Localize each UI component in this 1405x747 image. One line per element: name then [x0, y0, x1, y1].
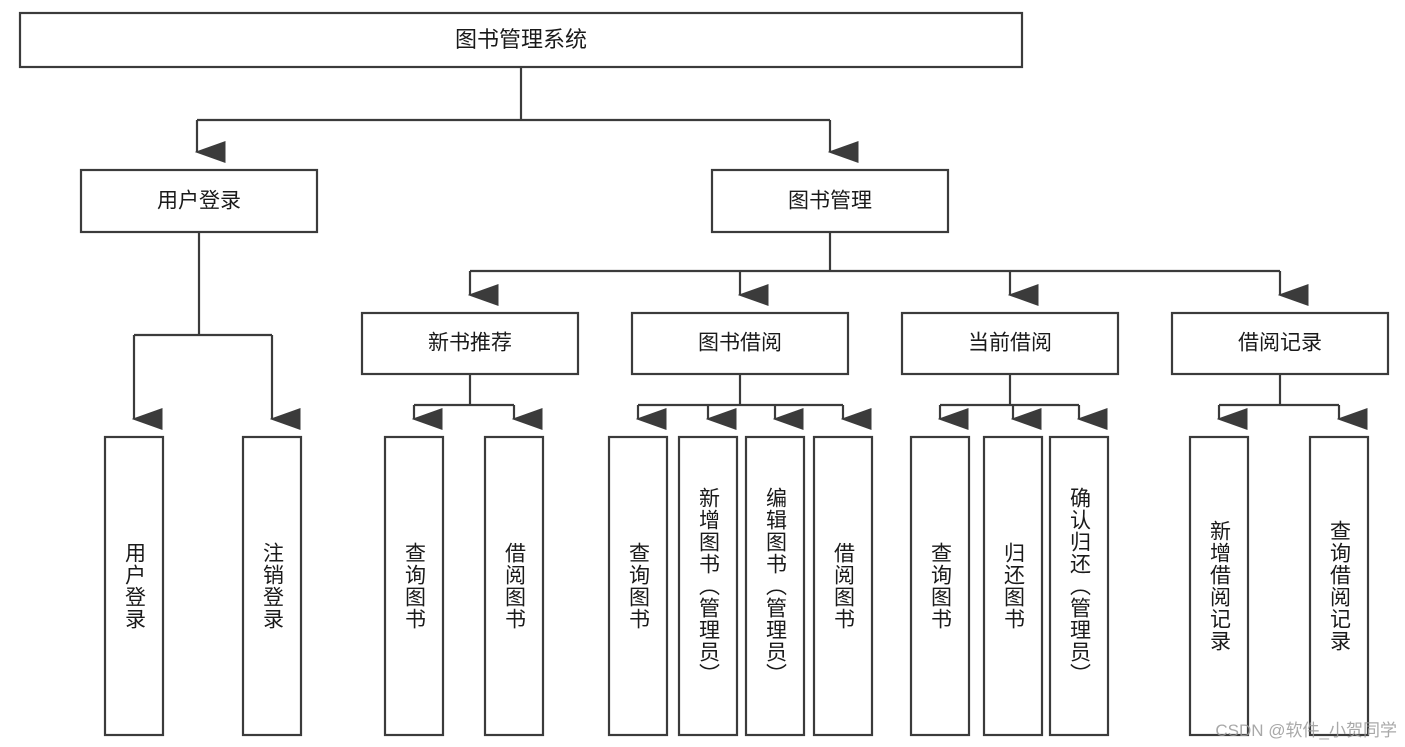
leaf-box-confirm-return[interactable] — [1048, 435, 1110, 737]
node-new-book-rec-box — [360, 311, 580, 376]
connector-user-login-to-leaves — [131, 232, 301, 430]
node-book-manage-label: 图书管理 — [788, 190, 872, 213]
connector-borrow-record-to-leaves — [1216, 374, 1368, 430]
leaf-box-user-login[interactable] — [103, 435, 165, 737]
leaf-box-add-record[interactable] — [1188, 435, 1250, 737]
connector-root-to-level2 — [194, 67, 859, 163]
node-root[interactable]: 图书管理系统 — [18, 11, 1024, 69]
node-user-login-box — [79, 168, 319, 234]
node-new-book-rec[interactable]: 新书推荐 — [360, 311, 580, 376]
node-root-box — [18, 11, 1024, 69]
leaf-box-borrow-book[interactable] — [812, 435, 874, 737]
connector-book-borrow-to-leaves — [635, 374, 872, 430]
leaf-box-edit-book[interactable] — [744, 435, 806, 737]
node-borrow-record-label: 借阅记录 — [1238, 332, 1322, 355]
leaf-box-query-book-rec[interactable] — [383, 435, 445, 737]
node-root-label: 图书管理系统 — [455, 27, 587, 52]
node-borrow-record[interactable]: 借阅记录 — [1170, 311, 1390, 376]
leaf-box-query-book-cur[interactable] — [909, 435, 971, 737]
leaf-box-return-book[interactable] — [982, 435, 1044, 737]
leaf-box-query-book[interactable] — [607, 435, 669, 737]
node-current-borrow-box — [900, 311, 1120, 376]
connector-new-book-rec-to-leaves — [411, 374, 543, 430]
node-new-book-rec-label: 新书推荐 — [428, 332, 512, 355]
node-book-borrow-label: 图书借阅 — [698, 332, 782, 355]
leaf-box-borrow-book-rec[interactable] — [483, 435, 545, 737]
leaf-box-add-book[interactable] — [677, 435, 739, 737]
node-user-login-label: 用户登录 — [157, 190, 241, 213]
connector-book-manage-to-level3 — [467, 232, 1309, 306]
node-book-manage[interactable]: 图书管理 — [710, 168, 950, 234]
node-user-login[interactable]: 用户登录 — [79, 168, 319, 234]
leaf-box-query-record[interactable] — [1308, 435, 1370, 737]
connector-current-borrow-to-leaves — [937, 374, 1108, 430]
leaf-box-logout[interactable] — [241, 435, 303, 737]
node-book-borrow[interactable]: 图书借阅 — [630, 311, 850, 376]
node-current-borrow-label: 当前借阅 — [968, 332, 1052, 355]
leaf-boxes — [103, 435, 1370, 737]
node-current-borrow[interactable]: 当前借阅 — [900, 311, 1120, 376]
